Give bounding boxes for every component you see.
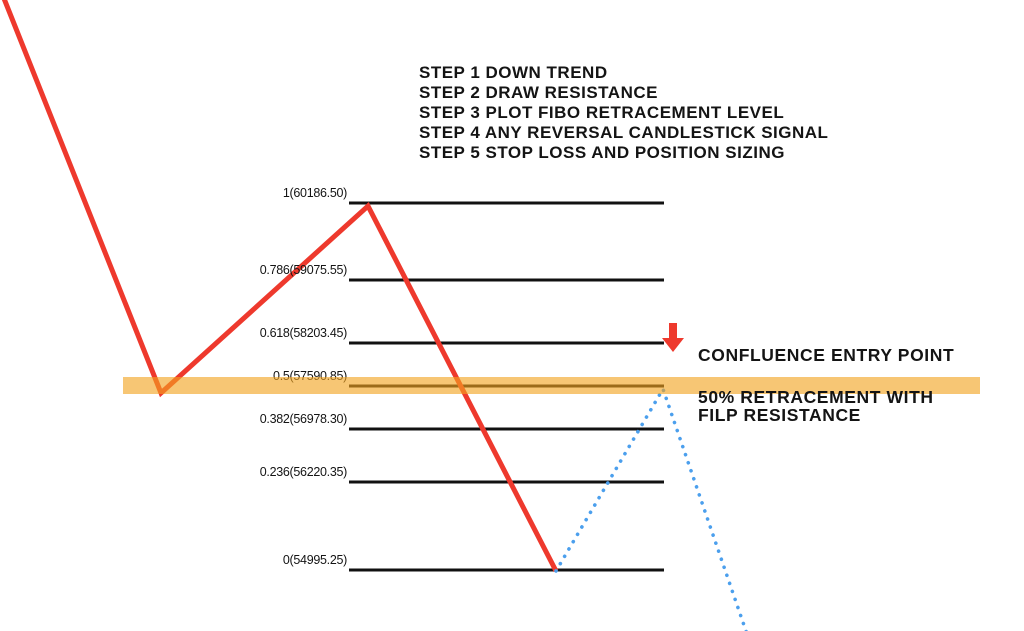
step-line-2: STEP 2 DRAW RESISTANCE	[419, 83, 658, 102]
step-line-3: STEP 3 PLOT FIBO RETRACEMENT LEVEL	[419, 103, 785, 122]
confluence-entry-label: CONFLUENCE ENTRY POINT	[698, 345, 955, 365]
retracement-note-line2: FILP RESISTANCE	[698, 405, 861, 425]
retracement-note: 50% RETRACEMENT WITH FILP RESISTANCE	[698, 388, 934, 424]
entry-arrow	[661, 321, 685, 354]
fibo-label-0618: 0.618(58203.45)	[259, 326, 348, 340]
fibo-label-0236: 0.236(56220.35)	[259, 465, 348, 479]
step-line-5: STEP 5 STOP LOSS AND POSITION SIZING	[419, 143, 785, 162]
fibo-label-0382: 0.382(56978.30)	[259, 412, 348, 426]
down-arrow-icon	[662, 323, 684, 352]
fibo-label-0786: 0.786(59075.55)	[259, 263, 348, 277]
strategy-step-list: STEP 1 DOWN TREND STEP 2 DRAW RESISTANCE…	[419, 63, 828, 163]
step-line-1: STEP 1 DOWN TREND	[419, 63, 608, 82]
retracement-highlight-band	[123, 377, 980, 394]
fibo-label-1: 1(60186.50)	[282, 186, 347, 200]
retracement-note-line1: 50% RETRACEMENT WITH	[698, 387, 934, 407]
fibo-label-0: 0(54995.25)	[282, 553, 347, 567]
step-line-4: STEP 4 ANY REVERSAL CANDLESTICK SIGNAL	[419, 123, 829, 142]
